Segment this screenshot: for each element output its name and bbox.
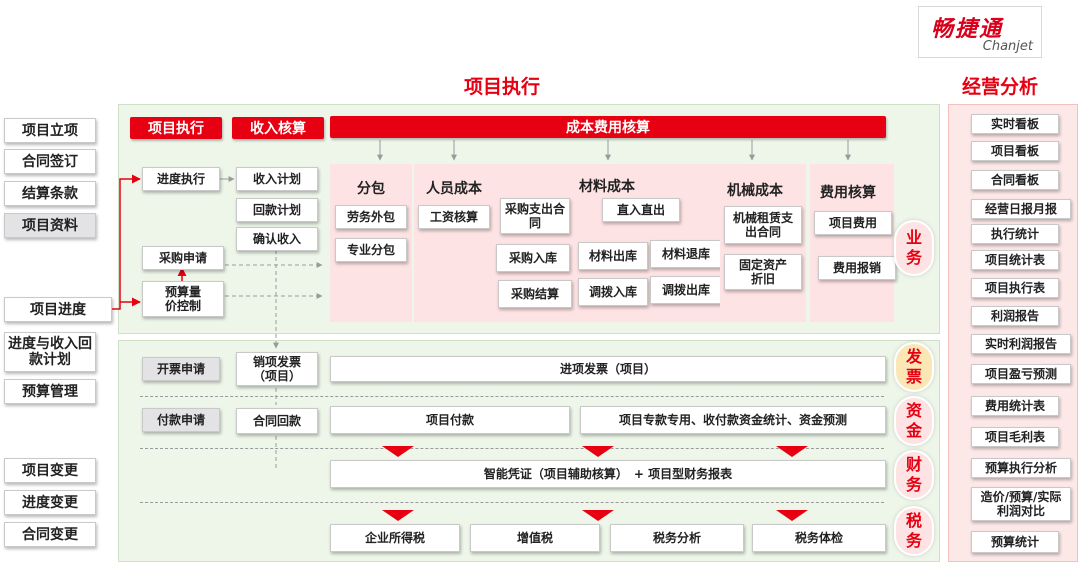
payment-plan-box[interactable]: 回款计划	[236, 198, 318, 222]
budget-control-box[interactable]: 预算量价控制	[142, 281, 224, 317]
tax-analysis-box[interactable]: 税务分析	[610, 524, 744, 552]
confirm-income-box[interactable]: 确认收入	[236, 227, 318, 251]
right-item-daily-monthly[interactable]: 经营日报月报	[971, 199, 1071, 219]
down-arrow-5	[582, 510, 614, 521]
logo-en-text: Chanjet	[982, 39, 1033, 54]
badge-business: 业务	[896, 222, 932, 274]
right-item-exec-stats[interactable]: 执行统计	[971, 224, 1059, 244]
income-plan-box[interactable]: 收入计划	[236, 167, 318, 191]
material-title: 材料成本	[579, 179, 635, 195]
asset-depreciation-box[interactable]: 固定资产折旧	[724, 254, 802, 290]
left-item-project-progress[interactable]: 项目进度	[4, 297, 112, 322]
subcontract-title: 分包	[357, 181, 385, 197]
divider-2	[140, 448, 884, 449]
right-item-project-stats[interactable]: 项目统计表	[971, 250, 1059, 270]
header-project-exec: 项目执行	[130, 117, 222, 139]
corporate-income-tax-box[interactable]: 企业所得税	[330, 524, 460, 552]
expense-reimburse-box[interactable]: 费用报销	[818, 256, 896, 280]
transfer-inbound-box[interactable]: 调拨入库	[578, 278, 648, 306]
right-item-contract-board[interactable]: 合同看板	[971, 170, 1059, 190]
left-item-contract-sign[interactable]: 合同签订	[4, 149, 96, 174]
left-item-budget-mgmt[interactable]: 预算管理	[4, 379, 96, 404]
project-payment-box[interactable]: 项目付款	[330, 406, 570, 434]
material-outbound-box[interactable]: 材料出库	[578, 242, 648, 270]
expense-title: 费用核算	[820, 185, 876, 201]
professional-sub-box[interactable]: 专业分包	[335, 238, 407, 262]
input-invoice-box[interactable]: 进项发票（项目）	[330, 356, 886, 382]
divider-3	[140, 502, 884, 503]
right-item-cost-compare[interactable]: 造价/预算/实际利润对比	[971, 487, 1071, 521]
sales-invoice-box[interactable]: 销项发票（项目）	[236, 352, 318, 386]
purchase-request-box[interactable]: 采购申请	[142, 246, 224, 270]
badge-finance: 财务	[896, 452, 932, 498]
machine-lease-box[interactable]: 机械租赁支出合同	[724, 206, 802, 244]
right-heading: 经营分析	[962, 76, 1039, 98]
right-item-project-exec-table[interactable]: 项目执行表	[971, 278, 1059, 298]
main-heading: 项目执行	[464, 76, 541, 98]
right-item-gross-profit[interactable]: 项目毛利表	[971, 427, 1059, 447]
down-arrow-3	[776, 446, 808, 457]
down-arrow-2	[582, 446, 614, 457]
badge-invoice: 发票	[896, 344, 932, 390]
left-item-progress-change[interactable]: 进度变更	[4, 490, 96, 515]
right-item-profit-forecast[interactable]: 项目盈亏预测	[971, 364, 1071, 384]
left-item-settlement-terms[interactable]: 结算条款	[4, 181, 96, 206]
left-item-project-setup[interactable]: 项目立项	[4, 118, 96, 143]
left-item-progress-income-plan[interactable]: 进度与收入回款计划	[4, 332, 96, 372]
payment-apply-box[interactable]: 付款申请	[142, 408, 220, 432]
divider-1	[140, 396, 884, 397]
purchase-inbound-box[interactable]: 采购入库	[496, 244, 570, 272]
project-expense-box[interactable]: 项目费用	[814, 211, 892, 235]
personnel-zone	[414, 164, 494, 322]
contract-return-box[interactable]: 合同回款	[236, 408, 318, 434]
material-return-box[interactable]: 材料退库	[650, 240, 722, 268]
tax-checkup-box[interactable]: 税务体检	[752, 524, 886, 552]
left-item-project-change[interactable]: 项目变更	[4, 458, 96, 483]
right-item-realtime-board[interactable]: 实时看板	[971, 114, 1059, 134]
progress-exec-box[interactable]: 进度执行	[142, 167, 220, 191]
payroll-box[interactable]: 工资核算	[418, 205, 490, 229]
badge-fund: 资金	[896, 398, 932, 444]
right-item-budget-analysis[interactable]: 预算执行分析	[971, 458, 1071, 478]
machine-title: 机械成本	[727, 183, 783, 199]
right-item-expense-stats[interactable]: 费用统计表	[971, 396, 1059, 416]
transfer-outbound-box[interactable]: 调拨出库	[650, 276, 722, 304]
left-item-project-docs[interactable]: 项目资料	[4, 213, 96, 238]
down-arrow-4	[382, 510, 414, 521]
header-income-accounting: 收入核算	[232, 117, 324, 139]
right-item-project-board[interactable]: 项目看板	[971, 141, 1059, 161]
left-item-contract-change[interactable]: 合同变更	[4, 522, 96, 547]
right-item-realtime-profit[interactable]: 实时利润报告	[971, 334, 1071, 354]
vat-box[interactable]: 增值税	[470, 524, 600, 552]
smart-voucher-box[interactable]: 智能凭证（项目辅助核算） + 项目型财务报表	[330, 460, 886, 488]
right-item-budget-stats[interactable]: 预算统计	[971, 531, 1059, 553]
logo-cn-text: 畅捷通	[931, 17, 1004, 42]
expense-zone	[810, 164, 894, 322]
down-arrow-1	[382, 446, 414, 457]
badge-tax: 税务	[896, 508, 932, 554]
purchase-contract-box[interactable]: 采购支出合同	[500, 198, 570, 234]
header-cost-accounting: 成本费用核算	[330, 116, 886, 138]
labor-outsource-box[interactable]: 劳务外包	[335, 205, 407, 229]
down-arrow-6	[776, 510, 808, 521]
fund-stats-box[interactable]: 项目专款专用、收付款资金统计、资金预测	[580, 406, 886, 434]
invoice-apply-box[interactable]: 开票申请	[142, 357, 220, 381]
chanjet-logo: 畅捷通 Chanjet	[918, 6, 1042, 58]
direct-in-out-box[interactable]: 直入直出	[602, 198, 680, 222]
personnel-title: 人员成本	[426, 181, 482, 197]
right-item-profit-report[interactable]: 利润报告	[971, 306, 1059, 326]
purchase-settle-box[interactable]: 采购结算	[498, 280, 572, 308]
